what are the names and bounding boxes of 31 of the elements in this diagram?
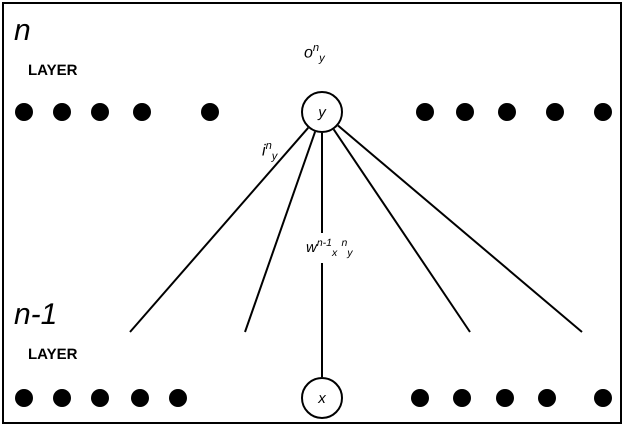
- neuron-dot: [546, 103, 564, 121]
- neuron-dot: [133, 103, 151, 121]
- neuron-dot: [53, 389, 71, 407]
- neuron-dot: [456, 103, 474, 121]
- neuron-dot: [91, 389, 109, 407]
- connection-line: [129, 127, 309, 333]
- neuron-dot: [53, 103, 71, 121]
- neuron-dot: [453, 389, 471, 407]
- connection-line: [244, 131, 316, 332]
- neuron-dot: [411, 389, 429, 407]
- neuron-dot: [416, 103, 434, 121]
- layer-index: n: [14, 14, 31, 48]
- layer-index: n-1: [14, 298, 58, 332]
- layer-name: LAYER: [28, 62, 78, 79]
- neuron-dot: [15, 103, 33, 121]
- neuron-circle: x: [301, 377, 343, 419]
- connection-line: [337, 124, 583, 333]
- neuron-dot: [15, 389, 33, 407]
- neuron-dot: [498, 103, 516, 121]
- neuron-dot: [169, 389, 187, 407]
- neuron-dot: [201, 103, 219, 121]
- neuron-dot: [594, 103, 612, 121]
- neuron-dot: [91, 103, 109, 121]
- layer-name: LAYER: [28, 346, 78, 363]
- connection-line: [332, 128, 471, 333]
- connection-line: [321, 133, 323, 377]
- neuron-dot: [538, 389, 556, 407]
- neuron-dot: [496, 389, 514, 407]
- neuron-circle: y: [301, 91, 343, 133]
- neuron-dot: [594, 389, 612, 407]
- neuron-dot: [131, 389, 149, 407]
